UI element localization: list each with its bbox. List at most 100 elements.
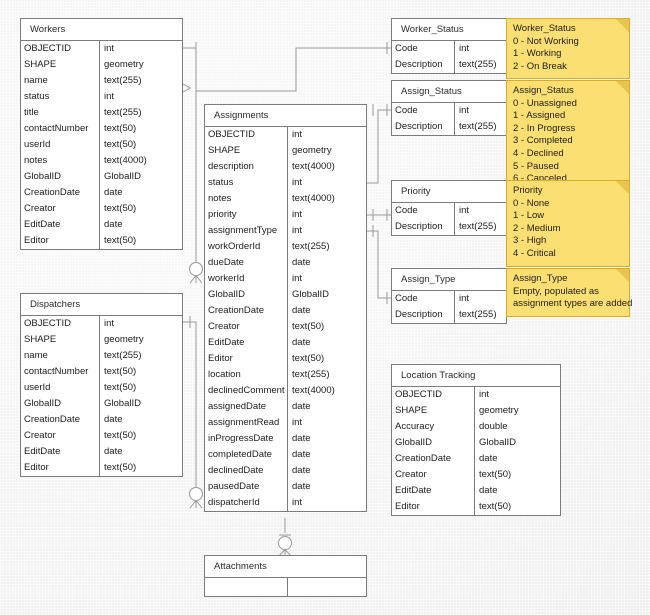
field-type: date	[287, 447, 366, 463]
field-type: date	[287, 335, 366, 351]
field-type: geometry	[99, 57, 182, 73]
field-type: date	[287, 463, 366, 479]
field-name: assignmentType	[208, 225, 278, 236]
field-type: int	[287, 207, 366, 223]
entity-table-attachments[interactable]: Attachments	[204, 555, 367, 597]
note-line: 0 - None	[513, 197, 550, 209]
connector-assignments-assign-type[interactable]	[367, 225, 391, 304]
connector-assignments-attachments[interactable]	[278, 518, 292, 557]
field-name: GlobalID	[208, 289, 245, 300]
entity-title-assign_type: Assign_Type	[392, 269, 506, 291]
field-type: date	[287, 431, 366, 447]
field-name: Creator	[24, 203, 56, 214]
field-name: Accuracy	[395, 421, 435, 432]
field-type: int	[99, 89, 182, 105]
entity-field-row: Creator text(50)	[21, 428, 182, 444]
note-line: 0 - Not Working	[513, 35, 579, 47]
note-line: 0 - Unassigned	[513, 97, 577, 109]
entity-title-assign_status: Assign_Status	[392, 81, 506, 103]
field-name: CreationDate	[24, 187, 80, 198]
field-type: text(50)	[99, 364, 182, 380]
field-name: GlobalID	[24, 171, 61, 182]
field-name: EditDate	[395, 485, 432, 496]
connector-workers-assignments[interactable]	[189, 48, 203, 284]
field-name: contactNumber	[24, 123, 89, 134]
field-name: Creator	[395, 469, 427, 480]
field-name: OBJECTID	[208, 129, 255, 140]
field-type: date	[474, 483, 560, 499]
field-type: int	[287, 415, 366, 431]
connector-workers-worker-status[interactable]	[182, 42, 391, 93]
field-name: location	[208, 369, 241, 380]
field-type: int	[454, 41, 506, 57]
field-name: Editor	[24, 235, 49, 246]
note-line: assignment types are added	[513, 298, 633, 310]
field-type: double	[474, 419, 560, 435]
field-type: text(50)	[287, 351, 366, 367]
note-line: 2 - On Break	[513, 60, 567, 72]
field-name: SHAPE	[24, 59, 57, 70]
field-name: notes	[24, 155, 48, 166]
field-type: GlobalID	[287, 287, 366, 303]
field-type: int	[454, 203, 506, 219]
field-name: completedDate	[208, 449, 272, 460]
field-type: int	[287, 175, 366, 191]
field-type: date	[99, 185, 182, 201]
field-name: CreationDate	[395, 453, 451, 464]
field-name: workOrderId	[208, 241, 261, 252]
field-type: text(50)	[474, 467, 560, 483]
field-name: CreationDate	[208, 305, 264, 316]
note-line: 1 - Low	[513, 210, 545, 222]
entity-field-row: CreationDate date	[21, 185, 182, 201]
connector-assignments-priority[interactable]	[367, 209, 391, 221]
note-line: 3 - Completed	[513, 135, 573, 147]
entity-title-workers: Workers	[21, 19, 182, 41]
field-name	[205, 578, 287, 596]
field-type: text(50)	[99, 428, 182, 444]
field-name: Creator	[24, 430, 56, 441]
field-name: SHAPE	[395, 405, 428, 416]
entity-field-row: SHAPE geometry	[21, 57, 182, 73]
field-name: dueDate	[208, 257, 244, 268]
connector-dispatchers-assignments[interactable]	[183, 316, 203, 509]
field-type: text(255)	[454, 307, 506, 323]
field-name: assignmentRead	[208, 417, 280, 428]
entity-field-row	[205, 578, 366, 596]
connector-assignments-assign-status[interactable]	[367, 104, 391, 184]
field-type: GlobalID	[99, 169, 182, 185]
